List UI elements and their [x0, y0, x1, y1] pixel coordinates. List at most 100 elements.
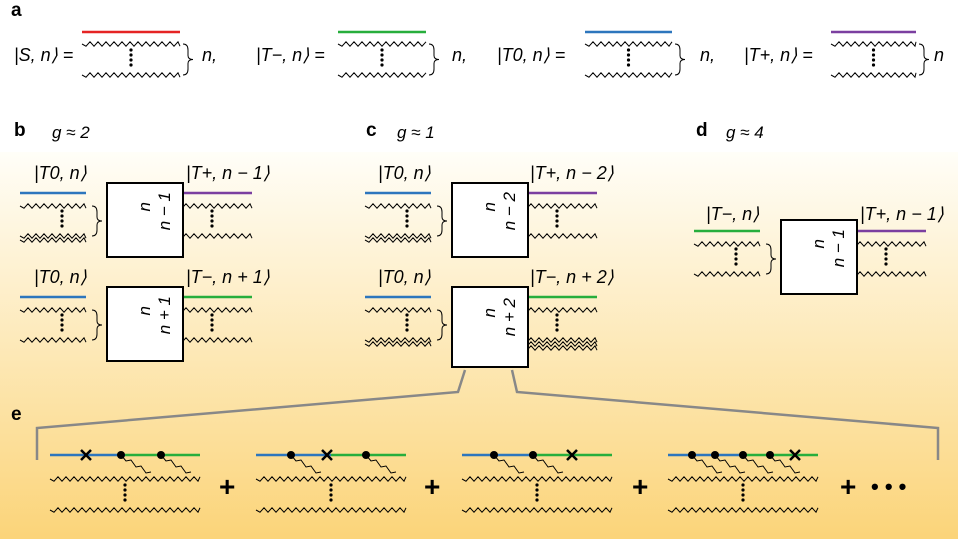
c2-out-wave-top	[514, 306, 598, 313]
d-out-state: |T+, n − 1⟩	[860, 204, 944, 224]
plus-sign-2: +	[424, 471, 441, 502]
a-photon-top-0	[81, 40, 181, 47]
b2-in-state: |T0, n⟩	[34, 267, 87, 287]
b2-in-dots	[60, 318, 64, 322]
d-in-brace	[765, 243, 777, 275]
c1-in-dots	[405, 224, 409, 228]
b1-in-brace	[91, 205, 103, 237]
a-photon-dots-3	[871, 63, 876, 67]
e-term0-dots	[123, 488, 127, 492]
g-value-c: g ≈ 1	[397, 123, 435, 142]
a-photon-dots-2	[626, 63, 631, 67]
c2-out-wave-bottom-2	[514, 344, 598, 351]
b2-in-wave-bottom	[19, 336, 87, 343]
c2-box-n: n	[480, 308, 499, 318]
b2-out-dots	[210, 323, 214, 327]
state-s-suffix: n,	[202, 45, 218, 65]
b2-in-brace	[91, 309, 103, 341]
e-term0-wave-bottom	[49, 507, 201, 514]
b2-process-box: n n + 1	[106, 286, 184, 362]
a-photon-top-1	[337, 41, 427, 47]
a-photon-dots-3	[871, 48, 876, 52]
e-term2-dots	[535, 493, 539, 497]
e-term3-dots	[741, 488, 745, 492]
b1-in-dots	[60, 209, 64, 213]
a-photon-dots-2	[626, 53, 631, 57]
e-term2-dots	[535, 488, 539, 492]
ellipsis: • • •	[871, 474, 907, 499]
b1-out-state: |T+, n − 1⟩	[186, 163, 270, 183]
a-photon-bottom-0	[81, 71, 181, 78]
c2-out-dots	[555, 313, 559, 317]
a-photon-dots-0	[129, 63, 133, 67]
b1-out-dots	[210, 214, 214, 218]
a-photon-dots-3	[871, 58, 876, 62]
c1-in-dots	[405, 219, 409, 223]
e-term0-cross	[80, 449, 92, 461]
d-process-box: n n − 1	[780, 219, 858, 295]
c1-out-wave-bottom-0	[514, 232, 598, 239]
b2-out-dots	[210, 313, 214, 317]
state-s-label: |S, n⟩ =	[14, 45, 74, 65]
b2-out-state: |T−, n + 1⟩	[186, 267, 270, 287]
c1-in-wave-top	[364, 202, 432, 209]
a-photon-top-2	[584, 41, 673, 48]
a-brace-1	[428, 43, 440, 76]
e-term0-dots	[123, 493, 127, 497]
b2-out-dots	[210, 318, 214, 322]
c2-out-wave-bottom-0	[514, 336, 598, 343]
e-term2-emission-0	[493, 454, 525, 474]
b1-in-dots	[60, 214, 64, 218]
b2-out-wave-top	[169, 306, 253, 313]
e-term0-dots	[123, 483, 127, 487]
e-term3-dots	[741, 483, 745, 487]
d-out-wave-bottom-0	[843, 270, 927, 277]
b2-box-n: n	[135, 306, 154, 316]
b1-process-box: n n − 1	[106, 182, 184, 258]
a-photon-dots-2	[626, 48, 631, 52]
c1-in-dots	[405, 214, 409, 218]
c2-box-n-out: n + 2	[500, 298, 519, 337]
c2-out-dots	[555, 318, 559, 322]
e-term3-emission-0	[691, 454, 723, 474]
b1-box-n: n	[135, 202, 154, 212]
b1-out-wave-top	[169, 202, 253, 209]
e-term1-dots	[329, 493, 333, 497]
e-term1-cross	[321, 449, 333, 461]
e-term1-wave-bottom	[255, 507, 407, 514]
d-box-n-out: n − 1	[829, 229, 848, 268]
state-tplus-label: |T+, n⟩ =	[744, 45, 813, 65]
state-tminus-suffix: n,	[452, 45, 468, 65]
d-out-wave-top	[843, 240, 927, 247]
c1-process-box: n n − 2	[451, 182, 529, 258]
e-term3-dots	[741, 493, 745, 497]
state-tminus-label: |T−, n⟩ =	[256, 45, 325, 65]
e-term1-emission-1	[365, 454, 397, 474]
state-t0-suffix: n,	[700, 45, 716, 65]
b1-out-dots	[210, 224, 214, 228]
c2-out-dots	[555, 323, 559, 327]
c1-box-n-out: n − 2	[500, 192, 519, 231]
e-term0-dots	[123, 498, 127, 502]
state-tplus-suffix: n	[934, 45, 945, 65]
c1-out-state: |T+, n − 2⟩	[530, 163, 614, 183]
c2-in-dots	[405, 323, 409, 327]
c2-out-wave-bottom-1	[514, 340, 598, 347]
b2-in-wave-top	[19, 306, 87, 313]
g-value-d: g ≈ 4	[726, 123, 764, 142]
c1-in-brace	[436, 205, 448, 237]
connector-right	[510, 369, 940, 460]
c2-out-dots	[555, 328, 559, 332]
g-value-b: g ≈ 2	[52, 123, 90, 142]
a-brace-3	[918, 43, 930, 76]
a-photon-dots-1	[380, 48, 384, 52]
panel-label-e: e	[11, 404, 22, 425]
e-term3-wave-bottom	[667, 507, 819, 514]
d-out-dots	[884, 252, 888, 256]
a-photon-top-3	[830, 41, 917, 48]
a-photon-dots-1	[380, 53, 384, 57]
c2-in-dots	[405, 318, 409, 322]
e-term3-emission-3	[769, 454, 801, 474]
b1-out-dots	[210, 209, 214, 213]
